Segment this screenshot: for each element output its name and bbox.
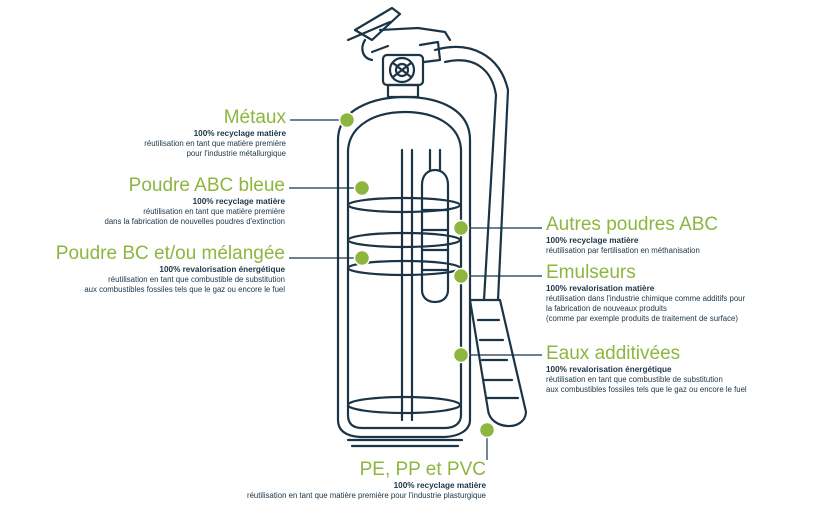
emulseurs-desc-3: (comme par exemple produits de traitemen… — [546, 314, 738, 323]
poudre-bc-desc-2: aux combustibles fossiles tels que le ga… — [84, 285, 285, 294]
label-eaux-additivees: Eaux additivées 100% revalorisation éner… — [546, 344, 826, 395]
metaux-desc-2: pour l'industrie métallurgique — [186, 149, 286, 158]
poudre-abc-bleue-title: Poudre ABC bleue — [128, 175, 285, 196]
label-poudre-bc: Poudre BC et/ou mélangée 100% revalorisa… — [2, 244, 285, 295]
autres-poudres-subtitle: 100% recyclage matière — [546, 236, 639, 245]
eaux-subtitle: 100% revalorisation énergétique — [546, 365, 672, 374]
autres-poudres-desc-1: réutilisation par fertilisation en métha… — [546, 246, 700, 255]
metaux-title: Métaux — [223, 107, 286, 128]
plastiques-desc-1: réutilisation en tant que matière premiè… — [247, 491, 486, 500]
poudre-bc-desc-1: réutilisation en tant que combustible de… — [108, 275, 285, 284]
eaux-title: Eaux additivées — [546, 343, 681, 364]
poudre-bc-title: Poudre BC et/ou mélangée — [55, 243, 285, 264]
emulseurs-subtitle: 100% revalorisation matière — [546, 284, 655, 293]
emulseurs-desc-1: réutilisation dans l'industrie chimique … — [546, 294, 746, 303]
eaux-desc-1: réutilisation en tant que combustible de… — [546, 375, 723, 384]
poudre-abc-bleue-desc-2: dans la fabrication de nouvelles poudres… — [104, 217, 285, 226]
plastiques-subtitle: 100% recyclage matière — [393, 481, 486, 490]
poudre-bc-subtitle: 100% revalorisation énergétique — [159, 265, 285, 274]
eaux-desc-2: aux combustibles fossiles tels que le ga… — [546, 385, 747, 394]
emulseurs-desc-2: la fabrication de nouveaux produits — [546, 304, 667, 313]
label-metaux: Métaux 100% recyclage matière réutilisat… — [100, 108, 286, 159]
label-poudre-abc-bleue: Poudre ABC bleue 100% recyclage matière … — [40, 176, 285, 227]
metaux-subtitle: 100% recyclage matière — [193, 129, 286, 138]
poudre-abc-bleue-desc-1: réutilisation en tant que matière premiè… — [143, 207, 285, 216]
emulseurs-title: Emulseurs — [546, 262, 636, 283]
label-plastiques: PE, PP et PVC 100% recyclage matière réu… — [146, 460, 486, 501]
autres-poudres-title: Autres poudres ABC — [546, 214, 719, 235]
label-autres-poudres: Autres poudres ABC 100% recyclage matièr… — [546, 215, 826, 256]
poudre-abc-bleue-subtitle: 100% recyclage matière — [192, 197, 285, 206]
label-emulseurs: Emulseurs 100% revalorisation matière ré… — [546, 263, 826, 324]
plastiques-title: PE, PP et PVC — [359, 459, 486, 480]
metaux-desc-1: réutilisation en tant que matière premiè… — [144, 139, 286, 148]
